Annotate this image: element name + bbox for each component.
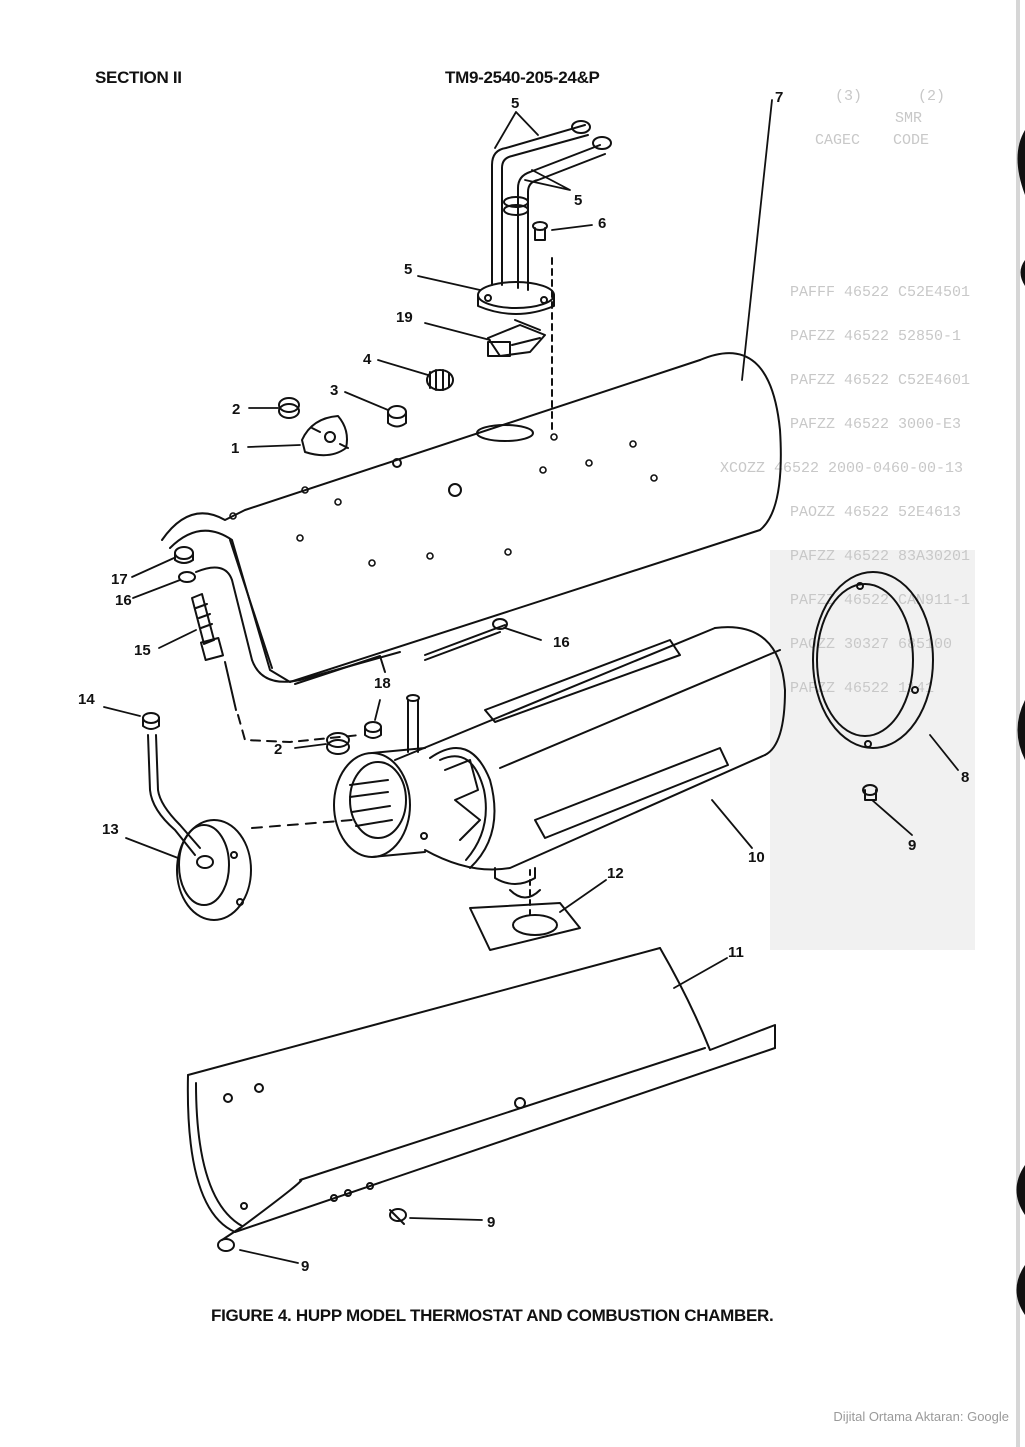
end-ring-8: [812, 571, 934, 749]
bleed-shadow: [770, 550, 975, 950]
bracket-19: [487, 319, 546, 357]
nut-3: [387, 405, 407, 428]
section-label: SECTION II: [95, 68, 182, 87]
shell-holes: [229, 433, 658, 567]
leader-dashed: [237, 714, 361, 743]
svg-text:PAFZZ 46522 83A30201: PAFZZ 46522 83A30201: [790, 548, 970, 565]
callout-17: 17: [111, 571, 128, 588]
bushing-4: [426, 369, 454, 391]
leader-lines: [103, 99, 959, 1264]
lower-shell-11: [186, 947, 776, 1233]
callout-11: 11: [728, 944, 744, 961]
callout-1: 1: [231, 440, 239, 457]
svg-text:CODE: CODE: [893, 132, 929, 149]
svg-text:(3): (3): [835, 88, 862, 105]
svg-text:SMR: SMR: [895, 110, 922, 127]
callout-12: 12: [607, 865, 624, 882]
punch-hole-mark: [1020, 260, 1025, 286]
callout-18: 18: [374, 675, 391, 692]
washer-16: [178, 571, 196, 583]
clip-16: [424, 618, 508, 661]
callout-9: 9: [301, 1258, 309, 1275]
callout-6: 6: [598, 215, 606, 232]
nut-18: [364, 721, 382, 739]
callout-3: 3: [330, 382, 338, 399]
svg-text:PAFZZ 46522 52850-1: PAFZZ 46522 52850-1: [790, 328, 961, 345]
fuel-line: [195, 566, 401, 683]
callout-5: 5: [404, 261, 412, 278]
upper-shell-7: [161, 352, 782, 685]
elbow-14: [142, 712, 160, 730]
callout-7: 7: [775, 89, 783, 106]
callout-9: 9: [487, 1214, 495, 1231]
tube: [147, 734, 201, 856]
svg-text:PAFZZ 46522 C52E4601: PAFZZ 46522 C52E4601: [790, 372, 970, 389]
svg-text:PAOZZ 46522 52E4613: PAOZZ 46522 52E4613: [790, 504, 961, 521]
callout-9: 9: [908, 837, 916, 854]
nozzle-15: [191, 593, 237, 711]
svg-text:(2): (2): [918, 88, 945, 105]
screw-9-ring: [862, 784, 878, 801]
thermostat-tube-assembly: [477, 120, 612, 315]
grommet-2-upper: [278, 397, 300, 419]
callout-4: 4: [363, 351, 372, 368]
scan-watermark: Dijital Ortama Aktaran: Google: [833, 1409, 1009, 1424]
punch-hole-mark: [1016, 1165, 1025, 1215]
callout-14: 14: [78, 691, 95, 708]
callout-19: 19: [396, 309, 413, 326]
fitting-17: [174, 546, 194, 564]
end-cap-13: [176, 819, 252, 921]
punch-hole-mark: [1017, 700, 1025, 760]
callout-8: 8: [961, 769, 969, 786]
manual-number: TM9-2540-205-24&P: [445, 68, 600, 87]
callout-5: 5: [511, 95, 519, 112]
screw-9-left: [217, 1227, 241, 1252]
callout-labels: 5 5 6 5 19 7 4 3 2 1 17 16 16 15 18 14 2…: [78, 89, 969, 1275]
callout-2: 2: [274, 741, 282, 758]
punch-hole-mark: [1017, 130, 1025, 195]
callout-2: 2: [232, 401, 240, 418]
bracket-12: [469, 869, 581, 951]
screw-9-right: [389, 1208, 407, 1225]
svg-text:CAGEC: CAGEC: [815, 132, 860, 149]
screw-6: [532, 221, 548, 241]
combustion-chamber-10: [394, 626, 786, 885]
svg-text:PAFFF 46522 C52E4501: PAFFF 46522 C52E4501: [790, 284, 970, 301]
svg-text:PAFZZ 46522 3000-E3: PAFZZ 46522 3000-E3: [790, 416, 961, 433]
svg-text:PAFZZ 46522 CAN911-1: PAFZZ 46522 CAN911-1: [790, 592, 970, 609]
callout-15: 15: [134, 642, 151, 659]
svg-text:PAFZZ 46522 1141: PAFZZ 46522 1141: [790, 680, 934, 697]
callout-13: 13: [102, 821, 119, 838]
burner-sleeve: [333, 747, 428, 858]
svg-text:XCOZZ 46522 2000-0460-00-13: XCOZZ 46522 2000-0460-00-13: [720, 460, 963, 477]
bleed-through-text: (2) (3) SMR CODE CAGEC PAFFF 46522 C52E4…: [720, 88, 970, 697]
bracket-1: [301, 415, 349, 457]
callout-5: 5: [574, 192, 582, 209]
grommet-2-lower: [326, 732, 350, 755]
callout-10: 10: [748, 849, 765, 866]
callout-16: 16: [553, 634, 570, 651]
punch-hole-mark: [1016, 1265, 1025, 1315]
callout-16: 16: [115, 592, 132, 609]
figure-caption: FIGURE 4. HUPP MODEL THERMOSTAT AND COMB…: [211, 1306, 774, 1325]
